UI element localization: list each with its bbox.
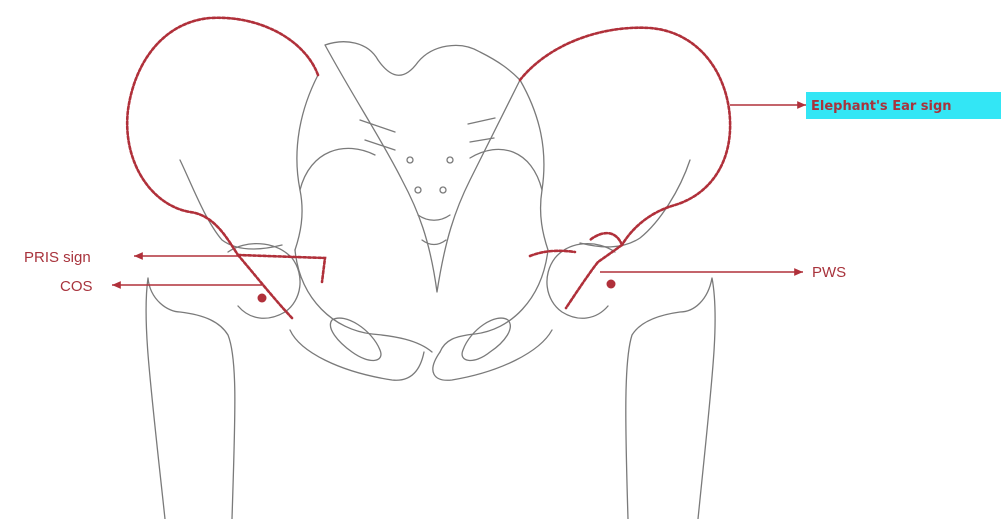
annotation-lines [127,18,730,318]
left-femoral-head-center [258,294,267,303]
right-femur-outline [547,244,715,519]
elephant-ear-label: Elephant's Ear sign [811,99,952,114]
right-ilium-outline [520,80,548,250]
pelvic-brim [295,148,548,352]
left-hip-dashed [238,255,325,318]
right-iliac-crest-dashed [520,28,730,245]
left-iliac-crest-dashed [127,18,318,255]
sacrum-outline [325,42,520,292]
pris-label: PRIS sign [24,249,91,266]
right-femoral-head-center [607,280,616,289]
arrows [112,105,806,285]
cos-label: COS [60,278,93,295]
bone-outlines [146,42,715,519]
pws-label: PWS [812,264,846,281]
left-obturator-foramen [330,318,381,360]
